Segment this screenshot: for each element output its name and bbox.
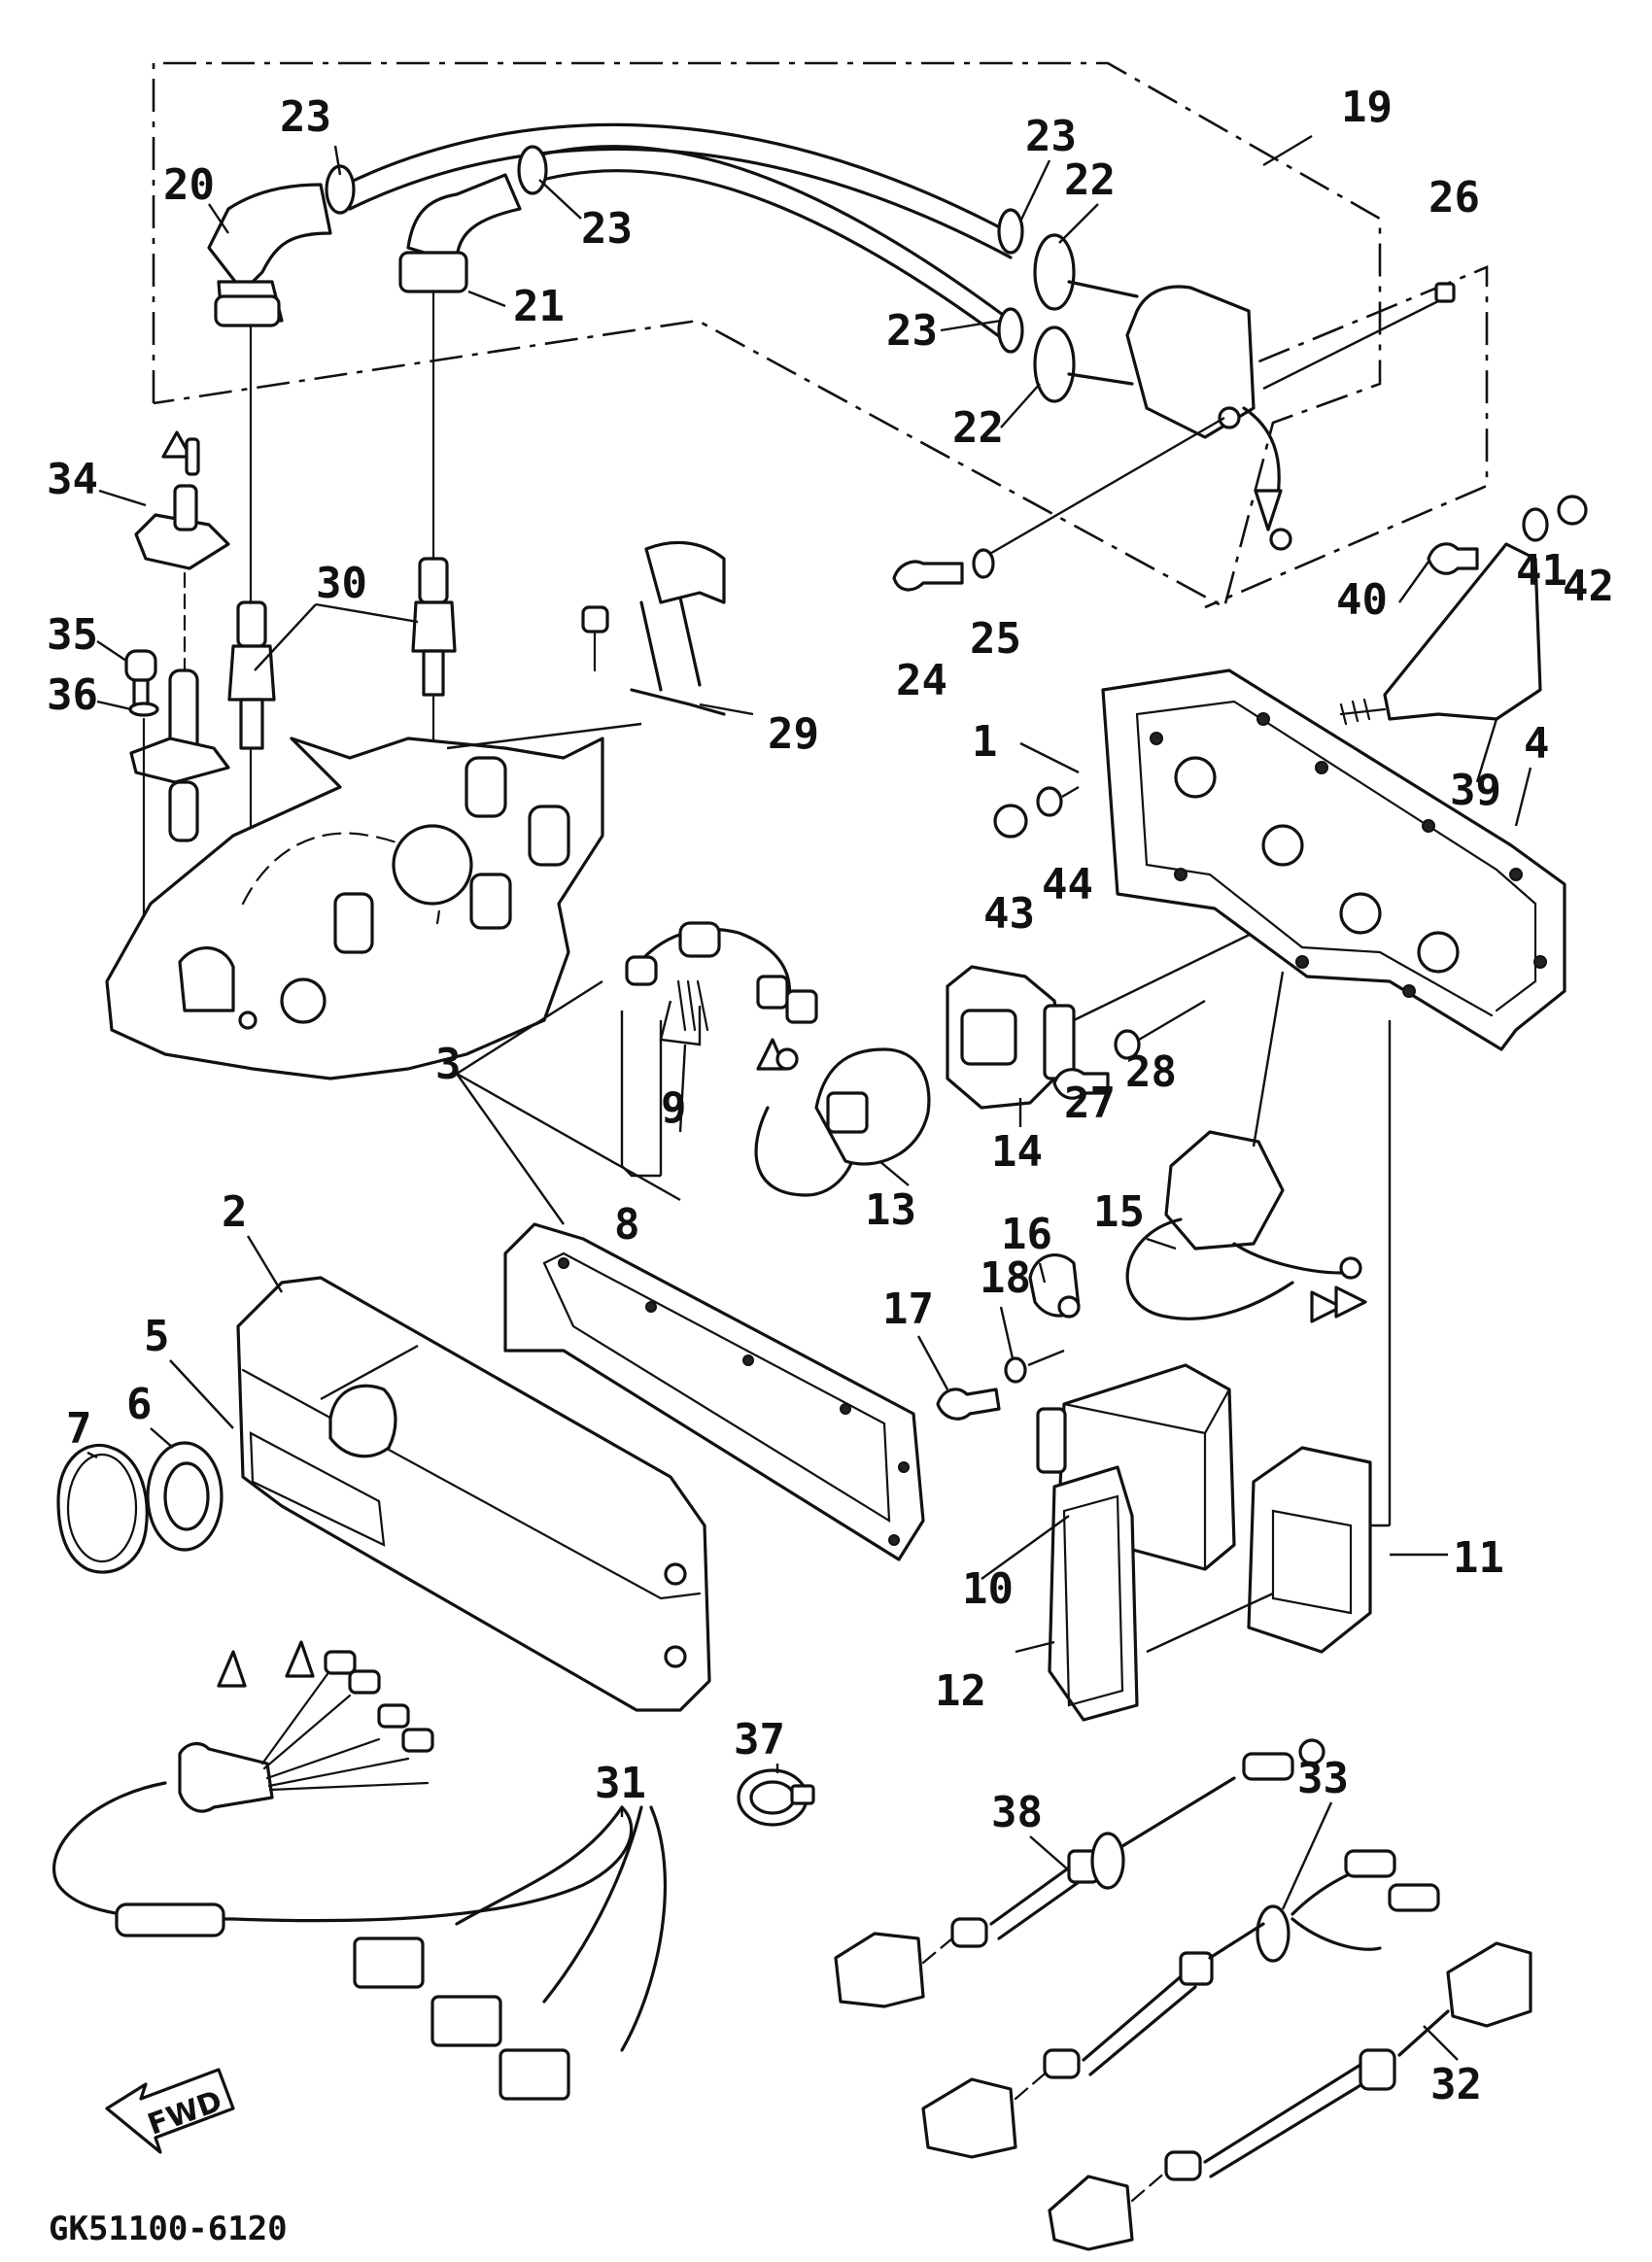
callout-44: 44: [1042, 860, 1093, 909]
spark-plug-lead-right: [398, 145, 1013, 347]
callout-6: 6: [126, 1380, 153, 1429]
callout-23a: 23: [280, 92, 331, 142]
callout-10: 10: [962, 1564, 1014, 1614]
fwd-arrow: FWD: [105, 2068, 235, 2154]
cap-7: [56, 1443, 149, 1574]
callout-3: 3: [435, 1040, 462, 1089]
callout-41: 41: [1516, 546, 1567, 596]
ignition-coil-boundary: [152, 61, 1489, 609]
callout-27: 27: [1064, 1079, 1116, 1128]
sensor-34: [129, 430, 230, 842]
callout-12: 12: [935, 1666, 986, 1716]
callout-leaders: [86, 134, 1532, 2061]
callout-labels: 1 2 3 4 5 6 7 8 9 10 11 12 13 14 15 16 1…: [47, 83, 1614, 2109]
callout-23d: 23: [886, 306, 938, 356]
callout-29: 29: [768, 709, 819, 759]
callout-39: 39: [1450, 766, 1501, 815]
relay-13: [754, 1038, 931, 1197]
callout-40: 40: [1336, 575, 1388, 625]
callout-14: 14: [991, 1127, 1043, 1177]
lead-33: [921, 1849, 1440, 2159]
callout-31: 31: [595, 1759, 646, 1808]
callout-37: 37: [734, 1715, 785, 1765]
callout-11: 11: [1453, 1533, 1504, 1583]
lead-38: [834, 1738, 1325, 2008]
callout-43: 43: [983, 889, 1035, 939]
sensor-15: [1125, 971, 1367, 1323]
callout-21: 21: [513, 282, 565, 331]
callout-28: 28: [1125, 1047, 1177, 1097]
callout-26: 26: [1428, 173, 1480, 223]
callout-30: 30: [316, 559, 367, 608]
screw-27-28: [1052, 999, 1206, 1100]
clamp-16: [1028, 1253, 1081, 1319]
callout-35: 35: [47, 610, 98, 660]
callout-36: 36: [47, 670, 98, 720]
hose-clamps: [325, 145, 1024, 354]
callout-38: 38: [991, 1788, 1043, 1837]
callout-20: 20: [163, 160, 215, 210]
spark-plug-lead-left: [207, 122, 1013, 327]
callout-5: 5: [144, 1312, 170, 1361]
ignition-coil: [1033, 233, 1292, 551]
callout-7: 7: [66, 1404, 92, 1454]
callout-4: 4: [1524, 719, 1550, 769]
callout-22b: 22: [952, 403, 1004, 453]
lead-wire-8: [456, 921, 818, 1202]
screw-17-18: [936, 1349, 1065, 1421]
callout-1: 1: [972, 717, 998, 767]
callout-33: 33: [1297, 1754, 1349, 1803]
coil-screw-washer: [892, 416, 1225, 592]
lead-32: [1048, 1941, 1532, 2251]
ring-6: [146, 1441, 224, 1552]
bracket-39: [1339, 542, 1542, 726]
callout-32: 32: [1430, 2060, 1482, 2109]
callout-19: 19: [1341, 83, 1393, 132]
cover-2: [236, 1276, 711, 1712]
callout-22a: 22: [1064, 155, 1116, 205]
callout-25: 25: [970, 614, 1021, 664]
gasket-3: [503, 1222, 925, 1561]
electrical-box-1: [1101, 668, 1566, 1051]
callout-16: 16: [1001, 1210, 1052, 1259]
callout-23c: 23: [1025, 112, 1077, 161]
callout-2: 2: [222, 1187, 248, 1237]
block-12: [1015, 1465, 1139, 1722]
bracket-29: [446, 540, 726, 750]
callout-23b: 23: [581, 204, 633, 254]
callout-24: 24: [896, 656, 947, 705]
clamp-37: [737, 1768, 815, 1827]
callout-42: 42: [1563, 562, 1614, 611]
callout-18: 18: [980, 1253, 1031, 1303]
callout-15: 15: [1093, 1187, 1145, 1237]
hardware-40-44: [993, 495, 1588, 839]
engine-head-casting: [105, 737, 604, 1080]
callout-8: 8: [614, 1200, 640, 1250]
callout-34: 34: [47, 455, 98, 504]
wire-harness-31: [52, 1640, 667, 2101]
callout-17: 17: [882, 1285, 934, 1334]
diagram-code: GK51100-6120: [49, 2210, 288, 2248]
callout-13: 13: [865, 1185, 916, 1235]
bracket-11: [1247, 1020, 1448, 1654]
switch-14: [946, 926, 1264, 1110]
